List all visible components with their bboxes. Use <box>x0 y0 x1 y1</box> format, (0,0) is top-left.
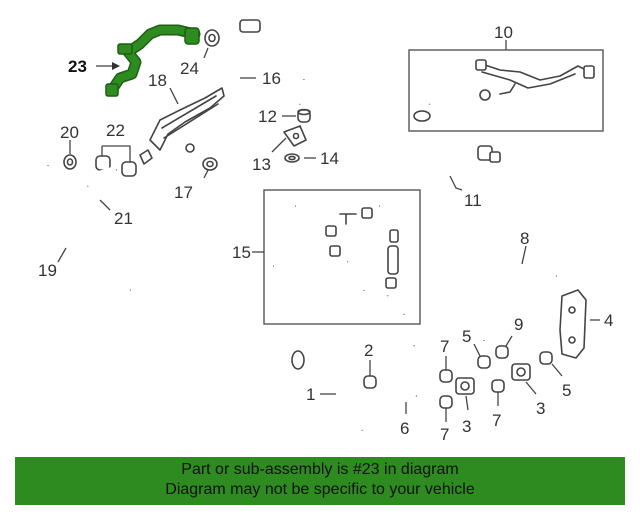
callout-1[interactable]: 1 <box>306 385 315 404</box>
callout-10[interactable]: 10 <box>494 23 513 42</box>
callout-3a[interactable]: 3 <box>462 417 471 436</box>
parts-diagram: 23 24 16 18 10 <box>35 19 614 444</box>
parts-diagram-svg: 23 24 16 18 10 <box>35 19 614 444</box>
part-19[interactable] <box>35 164 132 294</box>
banner-line-2: Diagram may not be specific to your vehi… <box>165 481 475 498</box>
part-12[interactable] <box>297 108 311 123</box>
callout-8[interactable]: 8 <box>520 229 529 248</box>
callout-23[interactable]: 23 <box>68 57 87 76</box>
part-1[interactable] <box>291 350 367 433</box>
part-23-highlighted[interactable] <box>105 24 201 97</box>
callout-7b[interactable]: 7 <box>440 425 449 444</box>
part-10-group[interactable] <box>408 49 604 132</box>
part-8[interactable] <box>480 263 558 342</box>
callout-5b[interactable]: 5 <box>562 381 571 400</box>
part-9[interactable] <box>495 345 509 359</box>
callout-21[interactable]: 21 <box>114 209 133 228</box>
part-15-group[interactable] <box>263 189 421 325</box>
part-22[interactable] <box>95 155 137 177</box>
callout-2[interactable]: 2 <box>364 341 373 360</box>
callout-18[interactable]: 18 <box>148 71 167 90</box>
callout-14[interactable]: 14 <box>320 149 339 168</box>
part-16[interactable] <box>139 19 261 165</box>
callout-5a[interactable]: 5 <box>462 327 471 346</box>
callout-19[interactable]: 19 <box>38 261 57 280</box>
arrow-23 <box>112 62 120 70</box>
callout-7a[interactable]: 7 <box>440 337 449 356</box>
callout-6[interactable]: 6 <box>400 419 409 438</box>
part-5[interactable] <box>477 351 553 369</box>
part-3[interactable] <box>455 363 531 395</box>
part-13[interactable] <box>283 125 307 147</box>
part-24[interactable] <box>204 29 220 47</box>
callout-20[interactable]: 20 <box>60 123 79 142</box>
callout-7c[interactable]: 7 <box>492 411 501 430</box>
part-17[interactable] <box>202 157 218 171</box>
part-4[interactable] <box>559 289 587 359</box>
callout-24[interactable]: 24 <box>180 59 199 78</box>
part-20[interactable] <box>63 154 77 170</box>
part-14[interactable] <box>284 153 300 163</box>
callout-12[interactable]: 12 <box>258 107 277 126</box>
callout-16[interactable]: 16 <box>262 69 281 88</box>
callout-4[interactable]: 4 <box>604 311 613 330</box>
callout-9[interactable]: 9 <box>514 315 523 334</box>
banner-line-1: Part or sub-assembly is #23 in diagram <box>181 461 459 478</box>
info-banner: Part or sub-assembly is #23 in diagram D… <box>15 457 625 505</box>
callout-15[interactable]: 15 <box>232 243 251 262</box>
part-6[interactable] <box>395 343 418 400</box>
callout-17[interactable]: 17 <box>174 183 193 202</box>
callout-13[interactable]: 13 <box>252 155 271 174</box>
callout-22[interactable]: 22 <box>106 121 125 140</box>
part-21[interactable] <box>84 166 117 189</box>
part-11[interactable] <box>297 68 501 178</box>
part-18[interactable] <box>149 87 225 151</box>
callout-11[interactable]: 11 <box>464 191 482 210</box>
callout-3b[interactable]: 3 <box>536 399 545 418</box>
part-2[interactable] <box>363 375 377 389</box>
